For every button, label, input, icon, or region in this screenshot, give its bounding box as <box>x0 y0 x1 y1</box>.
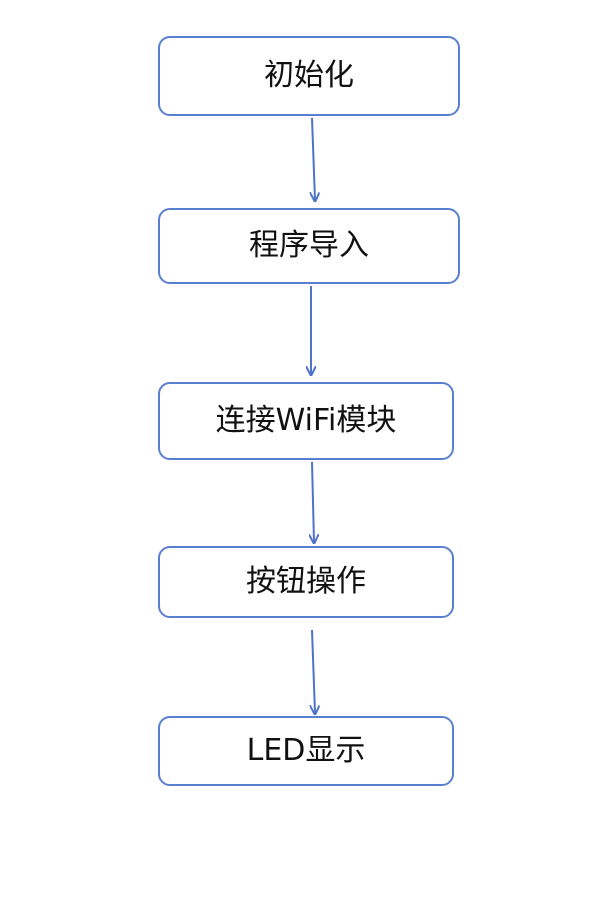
arrow-3 <box>312 461 314 542</box>
arrow-4 <box>312 629 315 713</box>
step-initialize-label: 初始化 <box>264 58 354 93</box>
arrow-1 <box>312 117 315 200</box>
step-initialize: 初始化 <box>158 36 460 116</box>
step-program-import-label: 程序导入 <box>249 228 369 263</box>
step-led-display-label: LED显示 <box>246 733 366 768</box>
step-led-display: LED显示 <box>158 716 454 786</box>
step-connect-wifi: 连接WiFi模块 <box>158 382 454 460</box>
step-program-import: 程序导入 <box>158 208 460 284</box>
step-button-operation: 按钮操作 <box>158 546 454 618</box>
step-button-operation-label: 按钮操作 <box>246 564 366 599</box>
step-connect-wifi-label: 连接WiFi模块 <box>215 403 397 438</box>
